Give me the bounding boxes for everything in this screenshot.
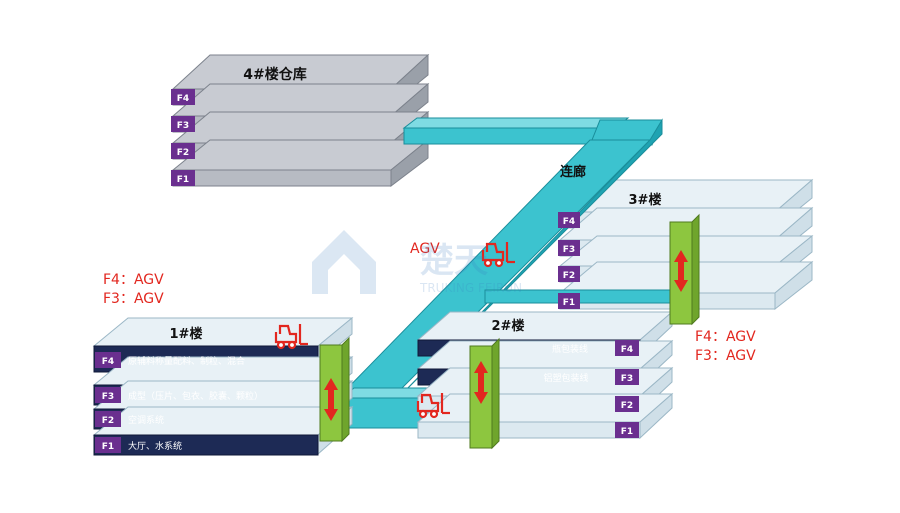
building-2: 瓶包装线 铝塑包装线 F4 F3 F2 F1 2#楼 [416,310,674,440]
building-4-badge-f1 [171,170,195,186]
corridor-right-cap [589,119,663,146]
agv-label-right-1: F4：AGV [695,329,756,345]
forklift-icon [481,242,515,268]
building-3-badge-f1 [558,293,580,309]
building-4-badge-f4 [171,89,195,105]
corridor-label: 连廊 [560,164,586,180]
building-1-badge-f3-label: F3 [102,392,114,402]
lift-arrow-icon [324,378,338,421]
building-2-badge-f4 [615,340,639,356]
building-2-title: 2#楼 [492,318,525,334]
corridor-top-segment [403,127,616,145]
lift-building-3 [669,213,700,326]
lift-arrow-icon [674,250,688,292]
agv-label-center: AGV [410,241,440,257]
building-1-badge-f2 [95,411,121,427]
building-1: F4 原辅料称量配料、制粒、混合 F3 成型（压片、包衣、胶囊、颗粒） F2 空… [92,316,354,456]
agv-label-right-2: F3：AGV [695,348,756,364]
building-4-badge-f3 [171,116,195,132]
building-4-badge-f1-label: F1 [177,175,189,185]
watermark-text-cn: 楚天 [420,241,488,281]
lift-arrow-icon [474,361,488,404]
building-2-badge-f2 [615,396,639,412]
building-2-badge-f3-label: F3 [621,374,633,384]
building-3-badge-f3-label: F3 [563,245,575,255]
building-3 [558,178,814,311]
building-2-badge-f1-label: F1 [621,427,633,437]
corridor-diagonal-side [399,118,663,397]
building-1-badge-f4 [95,352,121,368]
building-3-badge-f2-label: F2 [563,271,575,281]
lift-building-2 [469,337,500,450]
watermark-text-en: TRUKING FEIRUN [419,281,522,295]
building-2-f3-text: 铝塑包装线 [543,372,588,384]
building-1-badge-f1-label: F1 [102,442,114,452]
building-2-badge-f1 [615,422,639,438]
building-4-badge-f3-label: F3 [177,121,189,131]
building-2-badge-f3 [615,369,639,385]
building-4-floor-f1 [171,138,430,188]
building-1-title: 1#楼 [170,326,203,342]
building-3-badge-f3 [558,240,580,256]
building-1-badge-f2-label: F2 [102,416,114,426]
watermark-logo: 楚天 TRUKING FEIRUN [312,230,522,295]
building-1-f3-text: 成型（压片、包衣、胶囊、颗粒） [128,390,263,402]
building-1-f1-text: 大厅、水系统 [128,440,182,452]
building-1-badge-f1 [95,437,121,453]
building-3-labels: F4 F3 F2 F1 3#楼 [558,192,661,309]
forklift-icon [416,393,450,419]
building-1-badge-f3 [95,387,121,403]
building-4-badge-f4-label: F4 [177,94,189,104]
building-2-badge-f4-label: F4 [621,345,633,355]
building-1-f2-text: 空调系统 [128,414,164,426]
building-4-badge-f2 [171,143,195,159]
corridor-top-segment-top [402,117,630,129]
building-4-title: 4#楼仓库 [243,66,306,83]
agv-label-left-1: F4：AGV [103,272,164,288]
building-3-badge-f4-label: F4 [563,217,575,227]
forklift-icon [274,324,308,350]
building-2-badge-f2-label: F2 [621,401,633,411]
building-3-title: 3#楼 [629,192,662,208]
building-1-badge-f4-label: F4 [102,357,114,367]
building-3-badge-f4 [558,212,580,228]
building-2-f4-text: 瓶包装线 [552,343,588,355]
lift-building-1 [319,336,350,443]
building-1-f4-text: 原辅料称量配料、制粒、混合 [128,355,245,367]
corridor: 连廊 [334,117,673,429]
building-3-badge-f2 [558,266,580,282]
agv-label-left-2: F3：AGV [103,291,164,307]
building-1-floor-f1 [92,405,354,456]
building-4: F4 F3 F2 F1 4#楼仓库 [171,53,430,188]
building-3-badge-f1-label: F1 [563,298,575,308]
building-4-badge-f2-label: F2 [177,148,189,158]
